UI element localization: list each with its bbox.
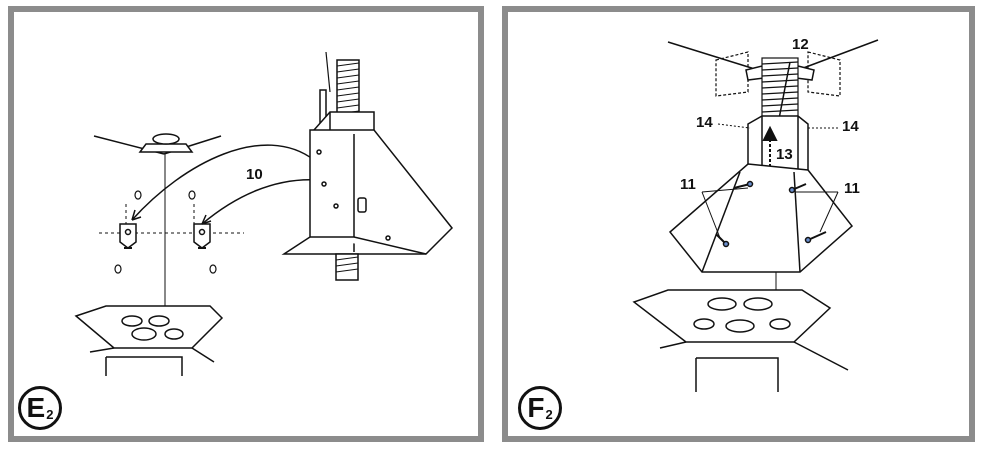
badge-subscript: 2 xyxy=(545,407,553,422)
badge-letter: E xyxy=(26,392,46,423)
arrow-10-right xyxy=(201,178,320,225)
panel-e2: 10 E2 xyxy=(8,6,484,442)
callout-11-right: 11 xyxy=(844,180,860,197)
callout-10: 10 xyxy=(246,166,263,183)
mount-bracket-left xyxy=(119,223,137,249)
leaders-14 xyxy=(717,123,838,129)
hood-body xyxy=(668,163,854,273)
leaders-11 xyxy=(701,187,839,239)
panel-f2-drawing xyxy=(632,39,879,392)
step-badge-e2: E2 xyxy=(18,386,62,430)
cooktop-outline xyxy=(632,289,849,392)
hood-assembly xyxy=(281,51,454,281)
panel-f2: 12 14 14 13 11 11 F2 xyxy=(502,6,975,442)
badge-subscript: 2 xyxy=(46,407,54,422)
hole-markers xyxy=(114,190,217,274)
callout-14-right: 14 xyxy=(842,118,859,135)
panel-e2-drawing xyxy=(74,51,454,376)
flexible-duct xyxy=(761,57,799,125)
chimney-section xyxy=(747,115,809,175)
mount-bracket-right xyxy=(193,223,211,249)
arrow-10-left xyxy=(131,144,315,221)
ceiling-bracket xyxy=(93,133,222,155)
badge-letter: F xyxy=(527,392,545,423)
callout-12: 12 xyxy=(792,36,809,53)
step-badge-f2: F2 xyxy=(518,386,562,430)
callout-11-left: 11 xyxy=(680,176,696,193)
callout-14-left: 14 xyxy=(696,114,713,131)
cooktop-outline xyxy=(74,305,224,376)
callout-13: 13 xyxy=(776,146,793,163)
dashed-ceiling-bracket xyxy=(715,51,841,97)
ceiling-lines xyxy=(667,39,879,71)
